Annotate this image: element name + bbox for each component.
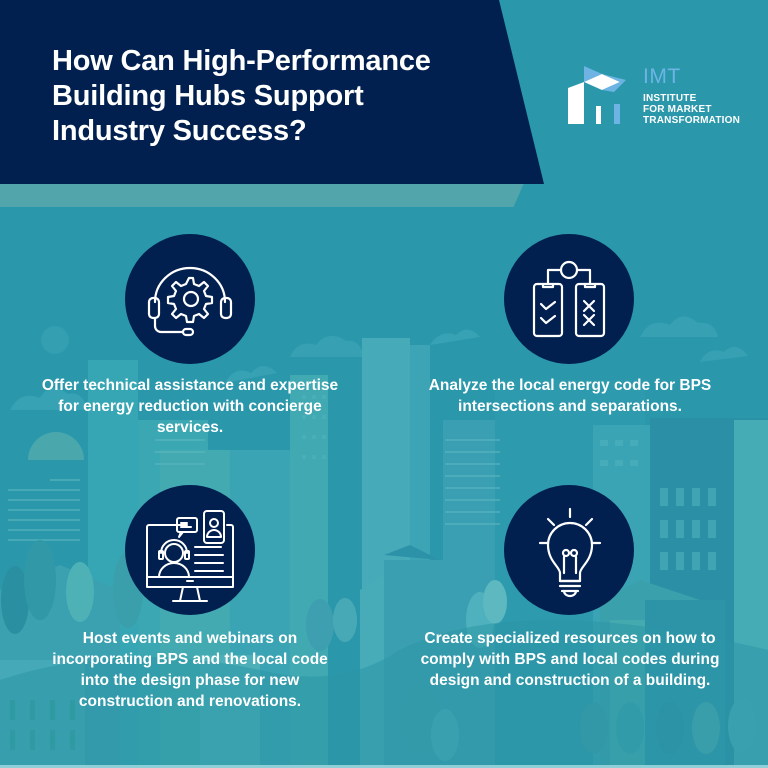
card-2-text: Analyze the local energy code for BPS in… [428, 377, 712, 415]
logo-name-line-3: TRANSFORMATION [643, 115, 741, 126]
title-line-2: Building Hubs Support [52, 80, 364, 112]
logo-name-line-1: INSTITUTE [643, 93, 697, 104]
card-2-icon-circle [504, 234, 634, 364]
logo-acronym: IMT [643, 65, 681, 88]
page-title: How Can High-Performance Building Hubs S… [52, 44, 492, 149]
logo-name-line-2: FOR MARKET [643, 104, 712, 115]
header-accent-strip [0, 183, 524, 207]
imt-logo: IMT INSTITUTE FOR MARKET TRANSFORMATION [566, 62, 756, 132]
card-4-text: Create specialized resources on how to c… [420, 630, 720, 689]
logo-name: INSTITUTE FOR MARKET TRANSFORMATION [643, 93, 740, 126]
lightbulb-icon [538, 507, 602, 598]
title-line-1: How Can High-Performance [52, 45, 431, 77]
headset-gear-icon [147, 266, 233, 337]
card-3-text: Host events and webinars on incorporatin… [52, 630, 328, 710]
imt-building-flag-icon [568, 66, 626, 124]
card-3-icon-circle [125, 485, 255, 615]
header-banner [0, 0, 544, 184]
card-1-icon-circle [125, 234, 255, 364]
title-line-3: Industry Success? [52, 115, 307, 147]
card-1-text: Offer technical assistance and expertise… [41, 377, 339, 436]
checklist-compare-icon [532, 260, 606, 338]
webinar-monitor-icon [146, 510, 234, 602]
card-4-icon-circle [504, 485, 634, 615]
